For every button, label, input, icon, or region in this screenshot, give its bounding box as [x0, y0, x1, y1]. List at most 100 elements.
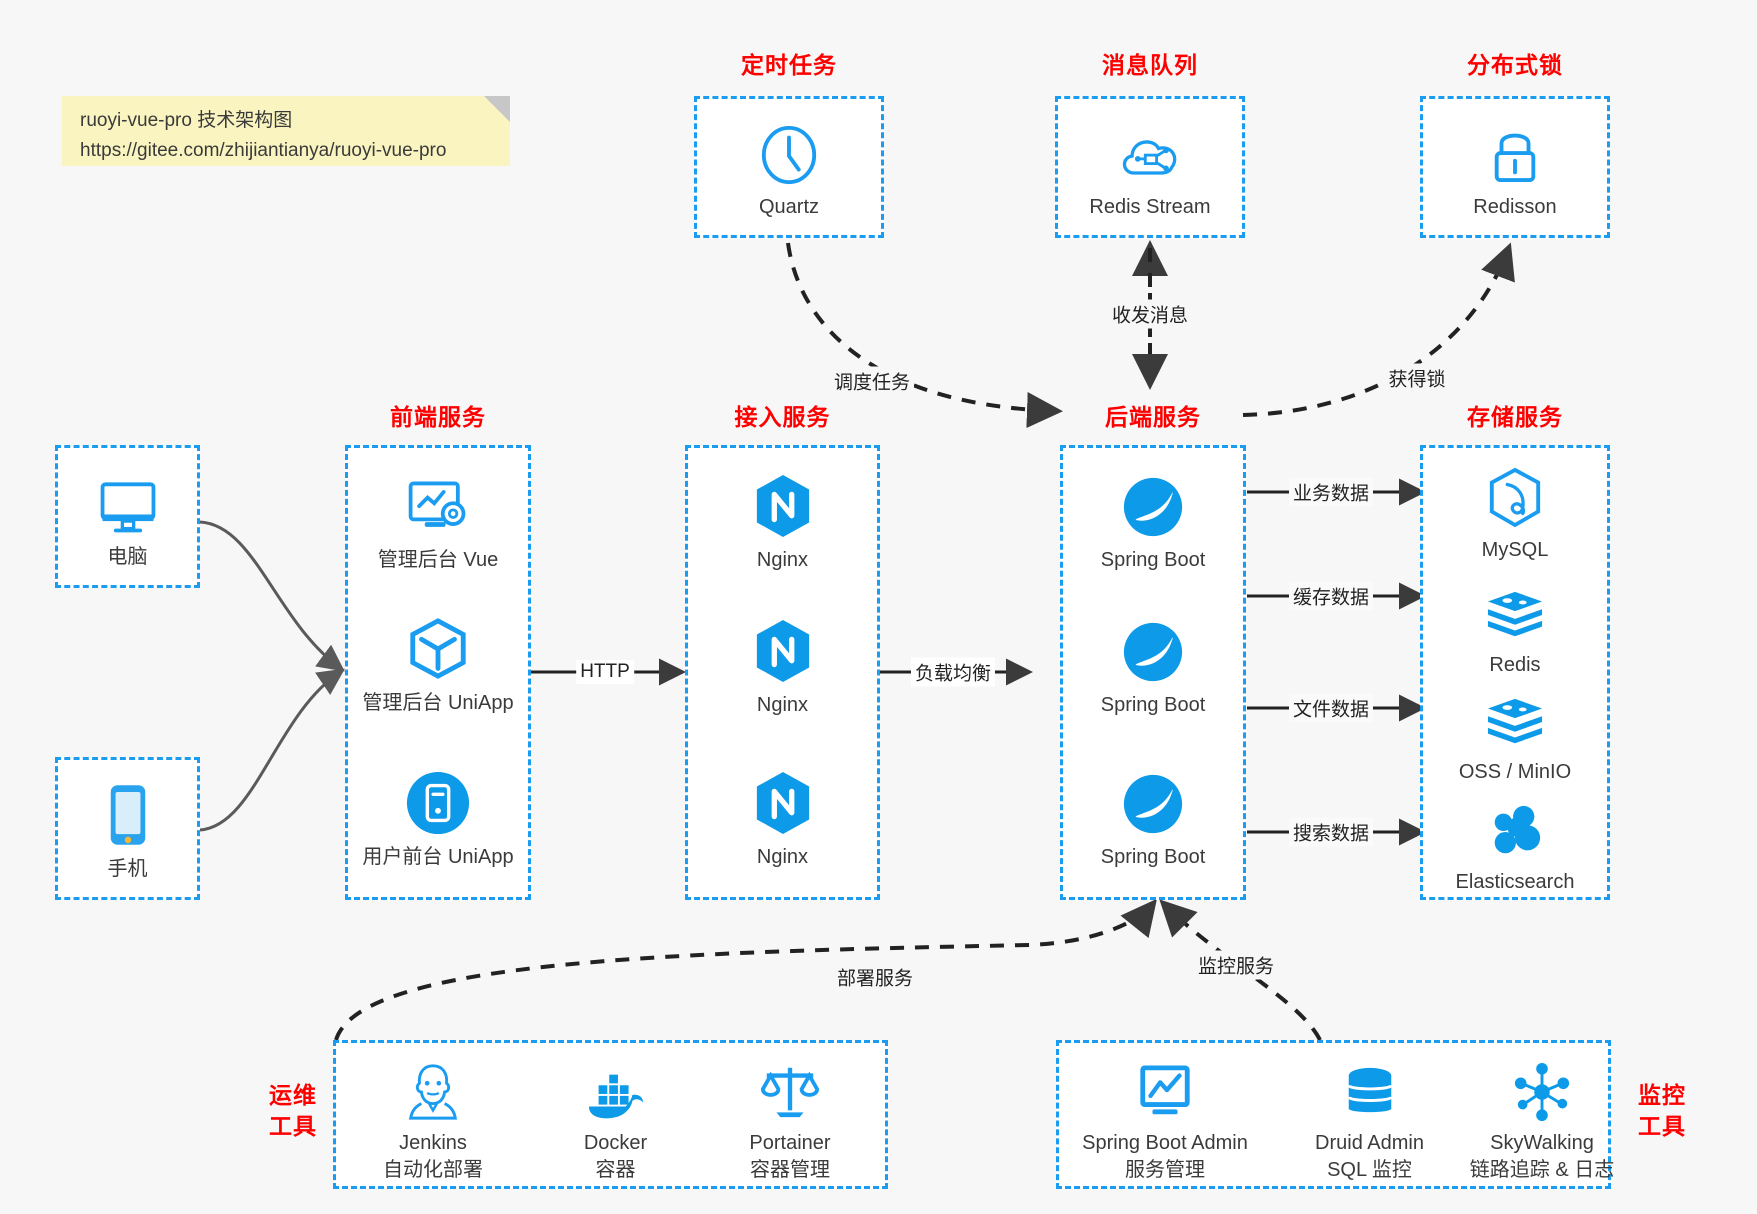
- node-quartz[interactable]: Quartz: [694, 112, 884, 221]
- node-label: Spring Boot: [1100, 549, 1206, 571]
- node-nginx-3[interactable]: Nginx: [685, 762, 880, 871]
- node-desktop[interactable]: 电脑: [55, 462, 200, 571]
- node-oss-minio[interactable]: OSS / MinIO: [1420, 677, 1610, 786]
- node-label: Nginx: [756, 694, 809, 716]
- spring-boot-icon: [1060, 610, 1246, 684]
- edge-label-http: HTTP: [576, 660, 634, 684]
- node-mobile[interactable]: 手机: [55, 774, 200, 883]
- node-redisson[interactable]: Redisson: [1420, 112, 1610, 221]
- note-line-2: https://gitee.com/zhijiantianya/ruoyi-vu…: [80, 140, 447, 161]
- node-label: 手机: [107, 858, 148, 880]
- node-mysql[interactable]: MySQL: [1420, 455, 1610, 564]
- group-title-monitor-line1: 监控: [1638, 1082, 1686, 1108]
- node-label: Spring Boot Admin: [1082, 1132, 1248, 1154]
- node-redis[interactable]: Redis: [1420, 570, 1610, 679]
- group-title-devops-line2: 工具: [269, 1113, 317, 1139]
- skywalking-icon: [1442, 1048, 1642, 1122]
- group-box-scheduler: [694, 96, 884, 238]
- node-label: Nginx: [756, 846, 809, 868]
- group-title-lock: 分布式锁: [1467, 52, 1563, 78]
- node-sublabel: 自动化部署: [383, 1159, 483, 1181]
- node-skywalking[interactable]: SkyWalking 链路追踪 & 日志: [1442, 1048, 1642, 1184]
- nginx-icon: [685, 465, 880, 539]
- admin-dashboard-icon: [345, 465, 531, 539]
- node-label: Docker: [583, 1132, 648, 1154]
- node-docker[interactable]: Docker 容器: [528, 1048, 703, 1184]
- node-label: Portainer: [749, 1132, 831, 1154]
- group-title-devops: 运维 工具: [258, 1080, 328, 1142]
- node-label: OSS / MinIO: [1458, 761, 1572, 783]
- node-portainer[interactable]: Portainer 容器管理: [700, 1048, 880, 1184]
- node-nginx-2[interactable]: Nginx: [685, 610, 880, 719]
- node-label: 用户前台 UniApp: [362, 846, 514, 868]
- node-sublabel: 容器管理: [750, 1159, 830, 1181]
- group-title-monitor-line2: 工具: [1638, 1113, 1686, 1139]
- node-label: Redis: [1489, 654, 1541, 676]
- edge-label-cache-data: 缓存数据: [1288, 581, 1374, 611]
- spring-boot-icon: [1060, 762, 1246, 836]
- group-title-frontend: 前端服务: [390, 404, 486, 430]
- node-nginx-1[interactable]: Nginx: [685, 465, 880, 574]
- group-title-monitor: 监控 工具: [1622, 1080, 1702, 1142]
- node-druid-admin[interactable]: Druid Admin SQL 监控: [1282, 1048, 1457, 1184]
- clock-icon: [694, 112, 884, 186]
- node-label: 管理后台 UniApp: [362, 692, 514, 714]
- spring-boot-icon: [1060, 465, 1246, 539]
- node-label: Spring Boot: [1100, 846, 1206, 868]
- node-sublabel: 链路追踪 & 日志: [1469, 1159, 1615, 1181]
- node-spring-boot-2[interactable]: Spring Boot: [1060, 610, 1246, 719]
- mysql-icon: [1420, 455, 1610, 529]
- elasticsearch-icon: [1420, 787, 1610, 861]
- node-label: Redisson: [1473, 196, 1557, 218]
- node-label: Quartz: [758, 196, 820, 218]
- node-redis-stream[interactable]: Redis Stream: [1055, 112, 1245, 221]
- node-jenkins[interactable]: Jenkins 自动化部署: [343, 1048, 523, 1184]
- scales-icon: [700, 1048, 880, 1122]
- desktop-icon: [55, 462, 200, 536]
- node-label: Redis Stream: [1089, 196, 1211, 218]
- cloud-stream-icon: [1055, 112, 1245, 186]
- node-admin-vue[interactable]: 管理后台 Vue: [345, 465, 531, 574]
- edge-label-monitor-service: 监控服务: [1193, 950, 1279, 980]
- app-phone-icon: [345, 762, 531, 836]
- edge-label-load-balance: 负载均衡: [910, 657, 996, 687]
- group-title-devops-line1: 运维: [269, 1082, 317, 1108]
- node-sublabel: 服务管理: [1125, 1159, 1205, 1181]
- diagram-note: ruoyi-vue-pro 技术架构图 https://gitee.com/zh…: [62, 96, 510, 166]
- edge-label-deploy-service: 部署服务: [832, 962, 918, 992]
- node-label: Elasticsearch: [1455, 871, 1575, 893]
- lock-icon: [1420, 112, 1610, 186]
- node-label: MySQL: [1481, 539, 1549, 561]
- mobile-icon: [55, 774, 200, 848]
- node-label: 管理后台 Vue: [377, 549, 499, 571]
- node-user-uniapp[interactable]: 用户前台 UniApp: [345, 762, 531, 871]
- group-title-mq: 消息队列: [1102, 52, 1198, 78]
- oss-icon: [1420, 677, 1610, 751]
- group-title-scheduler: 定时任务: [741, 52, 837, 78]
- cube-icon: [345, 608, 531, 682]
- monitor-chart-icon: [1060, 1048, 1270, 1122]
- node-spring-boot-3[interactable]: Spring Boot: [1060, 762, 1246, 871]
- group-box-monitor: [1056, 1040, 1611, 1189]
- node-label: Druid Admin: [1315, 1132, 1424, 1154]
- edge-label-file-data: 文件数据: [1288, 693, 1374, 723]
- edge-label-send-receive-message: 收发消息: [1107, 299, 1193, 329]
- group-title-storage: 存储服务: [1467, 404, 1563, 430]
- node-elasticsearch[interactable]: Elasticsearch: [1420, 787, 1610, 896]
- redis-icon: [1420, 570, 1610, 644]
- node-spring-boot-1[interactable]: Spring Boot: [1060, 465, 1246, 574]
- edge-label-search-data: 搜索数据: [1288, 817, 1374, 847]
- node-sublabel: 容器: [595, 1159, 636, 1181]
- node-admin-uniapp[interactable]: 管理后台 UniApp: [345, 608, 531, 717]
- jenkins-icon: [343, 1048, 523, 1122]
- docker-icon: [528, 1048, 703, 1122]
- node-spring-boot-admin[interactable]: Spring Boot Admin 服务管理: [1060, 1048, 1270, 1184]
- edge-label-schedule-task: 调度任务: [829, 366, 915, 396]
- edge-label-acquire-lock: 获得锁: [1384, 363, 1450, 393]
- node-label: 电脑: [107, 546, 148, 568]
- edge-label-business-data: 业务数据: [1288, 477, 1374, 507]
- database-icon: [1282, 1048, 1457, 1122]
- note-line-1: ruoyi-vue-pro 技术架构图: [80, 110, 293, 131]
- group-title-backend: 后端服务: [1105, 404, 1201, 430]
